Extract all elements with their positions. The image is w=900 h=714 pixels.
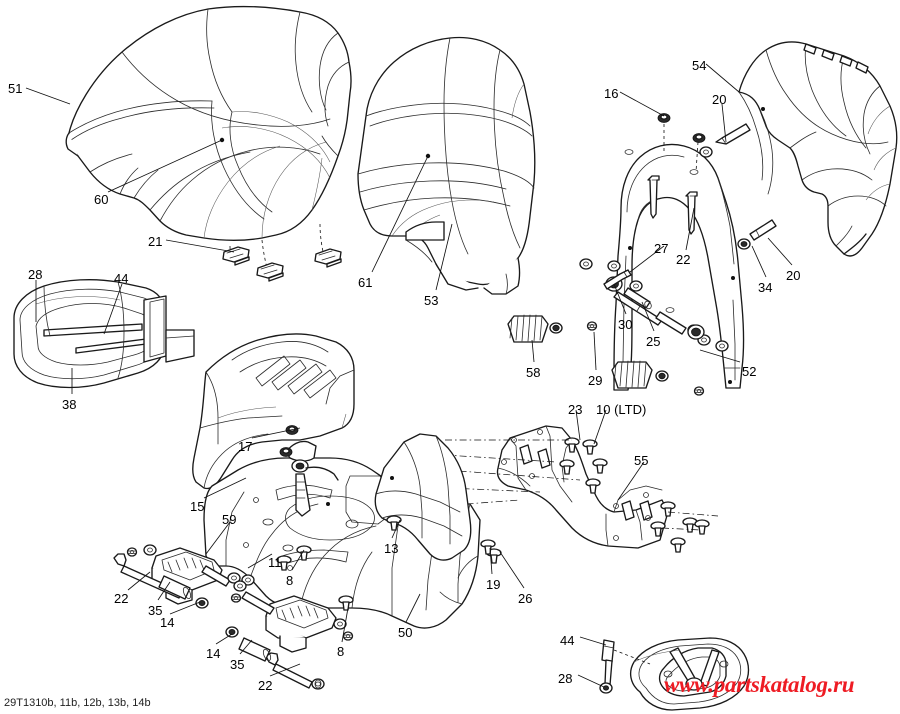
callout-number-22: 22 [676,252,691,267]
hardware-cluster-frame [507,112,777,396]
part-seat-frame-arm [579,143,745,391]
part-lower-skid-bracket [486,425,710,564]
callout-number-44: 44 [114,271,129,286]
callout-number-27: 27 [654,241,669,256]
part-console-floor [192,333,496,629]
callout-number-60: 60 [94,192,109,207]
callout-number-8: 8 [337,644,345,659]
leader-lines [25,63,793,688]
callout-number-10-ltd-: 10 (LTD) [596,402,647,417]
part-left-handguard [13,279,195,389]
part-retainer-clip [222,246,342,282]
callout-number-51: 51 [8,81,23,96]
callout-number-25: 25 [646,334,661,349]
callout-number-29: 29 [588,373,603,388]
callout-number-55: 55 [634,453,649,468]
part-footrest-right [225,580,354,690]
callout-number-15: 15 [190,499,205,514]
callout-number-28: 28 [28,267,43,282]
callout-number-17: 17 [238,439,253,454]
callout-number-16: 16 [604,86,619,101]
callout-number-28: 28 [558,671,573,686]
callout-number-23: 23 [568,402,583,417]
callout-number-20: 20 [786,268,801,283]
callout-number-30: 30 [618,317,633,332]
callout-number-8: 8 [286,573,294,588]
callout-number-14: 14 [206,646,221,661]
callout-number-52: 52 [742,364,757,379]
callout-number-21: 21 [148,234,163,249]
part-seat-back [357,36,536,295]
diagram-caption: 29T1310b, 11b, 12b, 13b, 14b [4,697,151,709]
part-spring [507,314,549,343]
part-right-side-panel [738,41,898,257]
callout-number-54: 54 [692,58,707,73]
callout-number-50: 50 [398,625,413,640]
callout-number-11: 11 [268,555,282,570]
callout-number-35: 35 [230,657,245,672]
part-right-handguard [599,637,750,711]
callout-number-59: 59 [222,512,237,527]
callout-number-34: 34 [758,280,773,295]
callout-number-38: 38 [62,397,77,412]
callout-number-22: 22 [258,678,273,693]
callout-number-14: 14 [160,615,175,630]
callout-number-13: 13 [384,541,399,556]
callout-number-19: 19 [486,577,501,592]
part-hood-cowl [65,5,352,269]
callout-number-26: 26 [518,591,533,606]
part-footrest-left [113,544,255,609]
callout-number-58: 58 [526,365,541,380]
callout-number-61: 61 [358,275,373,290]
callout-number-20: 20 [712,92,727,107]
callout-number-44: 44 [560,633,575,648]
callout-number-35: 35 [148,603,163,618]
part-spring-ltd [611,360,653,389]
callout-number-22: 22 [114,591,129,606]
callout-number-53: 53 [424,293,439,308]
site-watermark: www.partskatalog.ru [664,672,855,697]
